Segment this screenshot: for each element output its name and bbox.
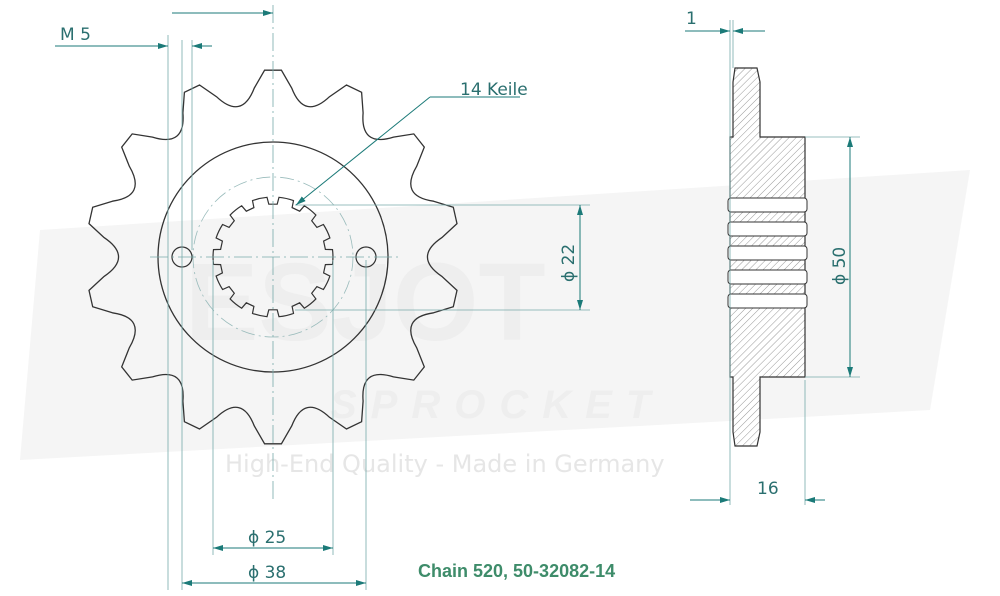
label-tooth-width: 1 <box>686 9 697 29</box>
watermark: ESJOT SPROCKET High-End Quality - Made i… <box>20 170 970 478</box>
sprocket-side-view: 1 ϕ 50 16 <box>685 9 860 505</box>
watermark-brand: ESJOT <box>185 241 546 364</box>
caption: Chain 520, 50-32082-14 <box>418 561 615 581</box>
watermark-tagline: High-End Quality - Made in Germany <box>225 450 665 478</box>
label-bolt-circle-inner: ϕ 25 <box>248 528 286 548</box>
side-spline-groove <box>727 221 808 237</box>
side-spline-grooves <box>727 197 808 309</box>
side-extension-lines <box>729 20 860 505</box>
label-bore: ϕ 22 <box>559 244 579 282</box>
center-and-extension-lines <box>150 5 590 590</box>
label-hub-width: 16 <box>757 479 779 499</box>
spline-bore <box>212 196 334 318</box>
side-spline-groove <box>727 245 808 261</box>
label-bolt-circle: ϕ 38 <box>248 563 286 583</box>
label-bolt-thread: M 5 <box>60 25 91 45</box>
watermark-sub: SPROCKET <box>330 383 664 427</box>
label-splines: 14 Keile <box>460 80 528 100</box>
side-spline-groove <box>727 197 808 213</box>
dimension-arrows <box>55 10 583 586</box>
side-spline-groove <box>727 269 808 285</box>
label-hub: ϕ 50 <box>830 247 850 285</box>
side-dimension-arrows <box>685 28 853 503</box>
sprocket-teeth-outline <box>88 69 458 445</box>
sprocket-front-view: M 5 14 Keile ϕ 22 ϕ 25 ϕ 38 <box>55 5 590 590</box>
side-spline-groove <box>727 293 808 309</box>
